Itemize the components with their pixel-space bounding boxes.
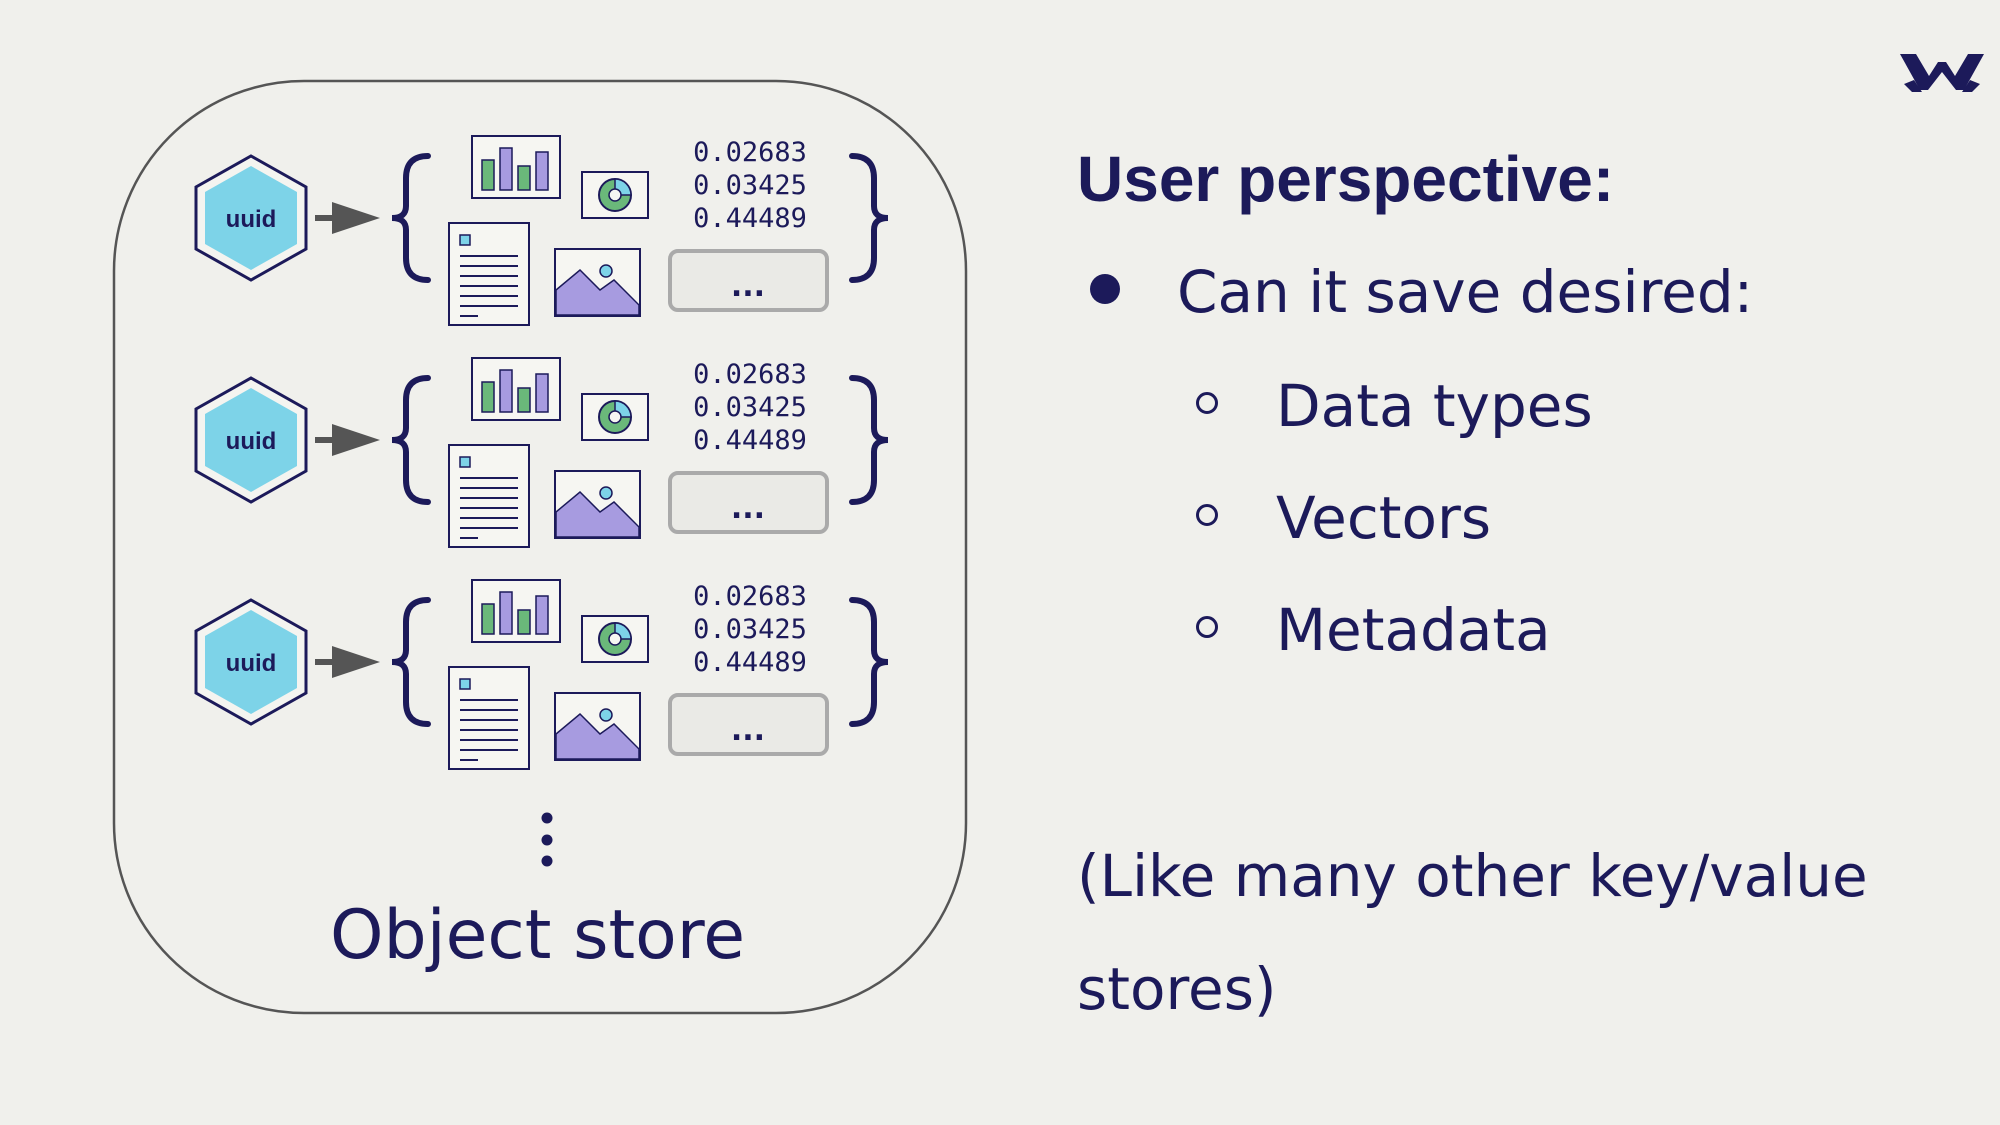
vector-value: 0.03425 — [693, 392, 807, 423]
vector-value: 0.44489 — [693, 425, 807, 456]
sub-bullet-text: Metadata — [1276, 596, 1551, 664]
main-bullet-text: Can it save desired: — [1177, 258, 1754, 326]
vector-value: 0.03425 — [693, 170, 807, 201]
weaviate-logo-icon — [1900, 54, 1984, 92]
vector-value: 0.02683 — [693, 137, 807, 168]
sub-bullet-text: Vectors — [1276, 484, 1492, 552]
uuid-label: uuid — [226, 650, 277, 677]
vector-value: 0.02683 — [693, 359, 807, 390]
vector-value: 0.44489 — [693, 203, 807, 234]
placeholder-ellipsis: ... — [731, 713, 765, 748]
vector-value: 0.02683 — [693, 581, 807, 612]
placeholder-ellipsis: ... — [731, 269, 765, 304]
bullet-circle-icon — [1196, 504, 1218, 526]
vector-value: 0.03425 — [693, 614, 807, 645]
vector-value: 0.44489 — [693, 647, 807, 678]
placeholder-ellipsis: ... — [731, 491, 765, 526]
bullet-circle-icon — [1196, 616, 1218, 638]
sub-bullet-text: Data types — [1276, 372, 1593, 440]
bullet-circle-icon — [1196, 392, 1218, 414]
object-store-label: Object store — [330, 896, 746, 975]
uuid-label: uuid — [226, 206, 277, 233]
uuid-label: uuid — [226, 428, 277, 455]
bullet-dot-icon — [1090, 274, 1120, 304]
panel-title: User perspective: — [1077, 143, 1615, 215]
object-store-container — [112, 79, 968, 1015]
note-text: (Like many other key/value stores) — [1077, 842, 1868, 1023]
more-records-ellipsis-icon — [541, 812, 553, 867]
